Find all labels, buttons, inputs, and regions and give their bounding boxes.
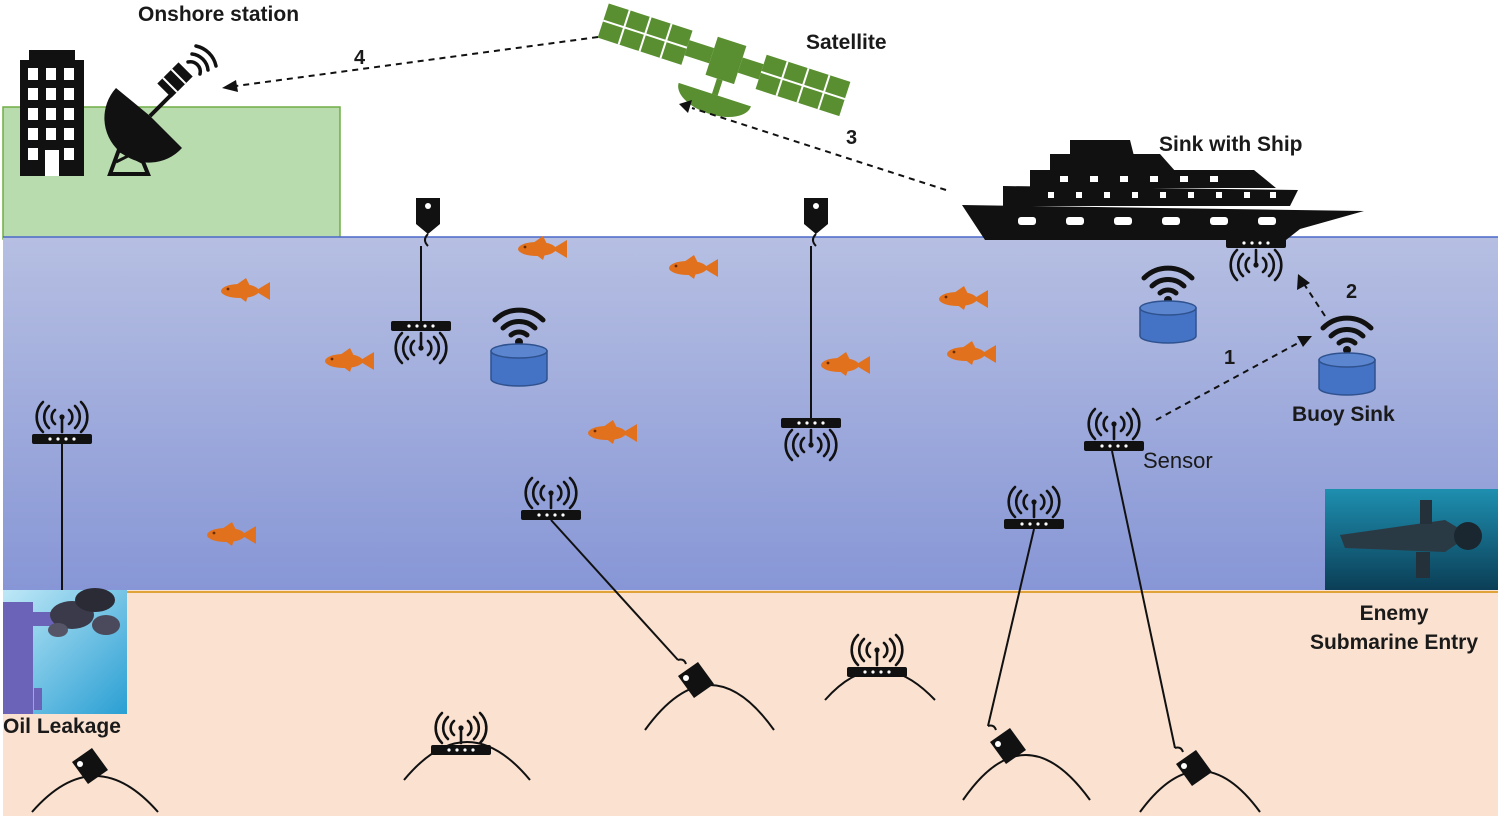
link-step-3: 3 [846, 127, 857, 149]
sensor-label: Sensor [1143, 448, 1213, 473]
satellite-icon [597, 3, 851, 118]
building-icon [20, 50, 84, 176]
satellite-dish-icon [104, 44, 218, 176]
buoy-sink-label: Buoy Sink [1292, 403, 1395, 426]
tethered-surface-node-1 [391, 198, 451, 365]
tethered-surface-node-2 [781, 198, 841, 462]
submarine-image [1325, 489, 1498, 590]
onshore-station-label: Onshore station [138, 3, 299, 26]
communication-links [235, 36, 1326, 421]
sink-with-ship-label: Sink with Ship [1159, 133, 1303, 156]
sensor-node [1084, 407, 1212, 786]
arrowhead-1-icon [1297, 336, 1312, 347]
link-step-1: 1 [1224, 347, 1235, 369]
oil-leakage-image [3, 588, 127, 714]
enemy-label-line1: Enemy [1360, 602, 1429, 625]
satellite-label: Satellite [806, 31, 887, 54]
enemy-label-line2: Submarine Entry [1310, 631, 1478, 654]
arrowhead-3-icon [679, 100, 692, 113]
link-1-line [1155, 341, 1301, 421]
oil-leakage-label: Oil Leakage [3, 715, 121, 738]
tethered-node-left [32, 400, 92, 590]
arrowheads [222, 80, 1312, 347]
link-step-4: 4 [354, 47, 366, 69]
link-4-line [235, 36, 599, 87]
arrowhead-2-icon [1297, 274, 1310, 290]
link-step-2: 2 [1346, 281, 1357, 303]
anchored-node-a [521, 476, 714, 698]
arrowhead-4-icon [222, 80, 238, 92]
link-3-line [691, 107, 947, 191]
ship-icon [962, 140, 1364, 240]
anchored-node-b [987, 485, 1064, 764]
